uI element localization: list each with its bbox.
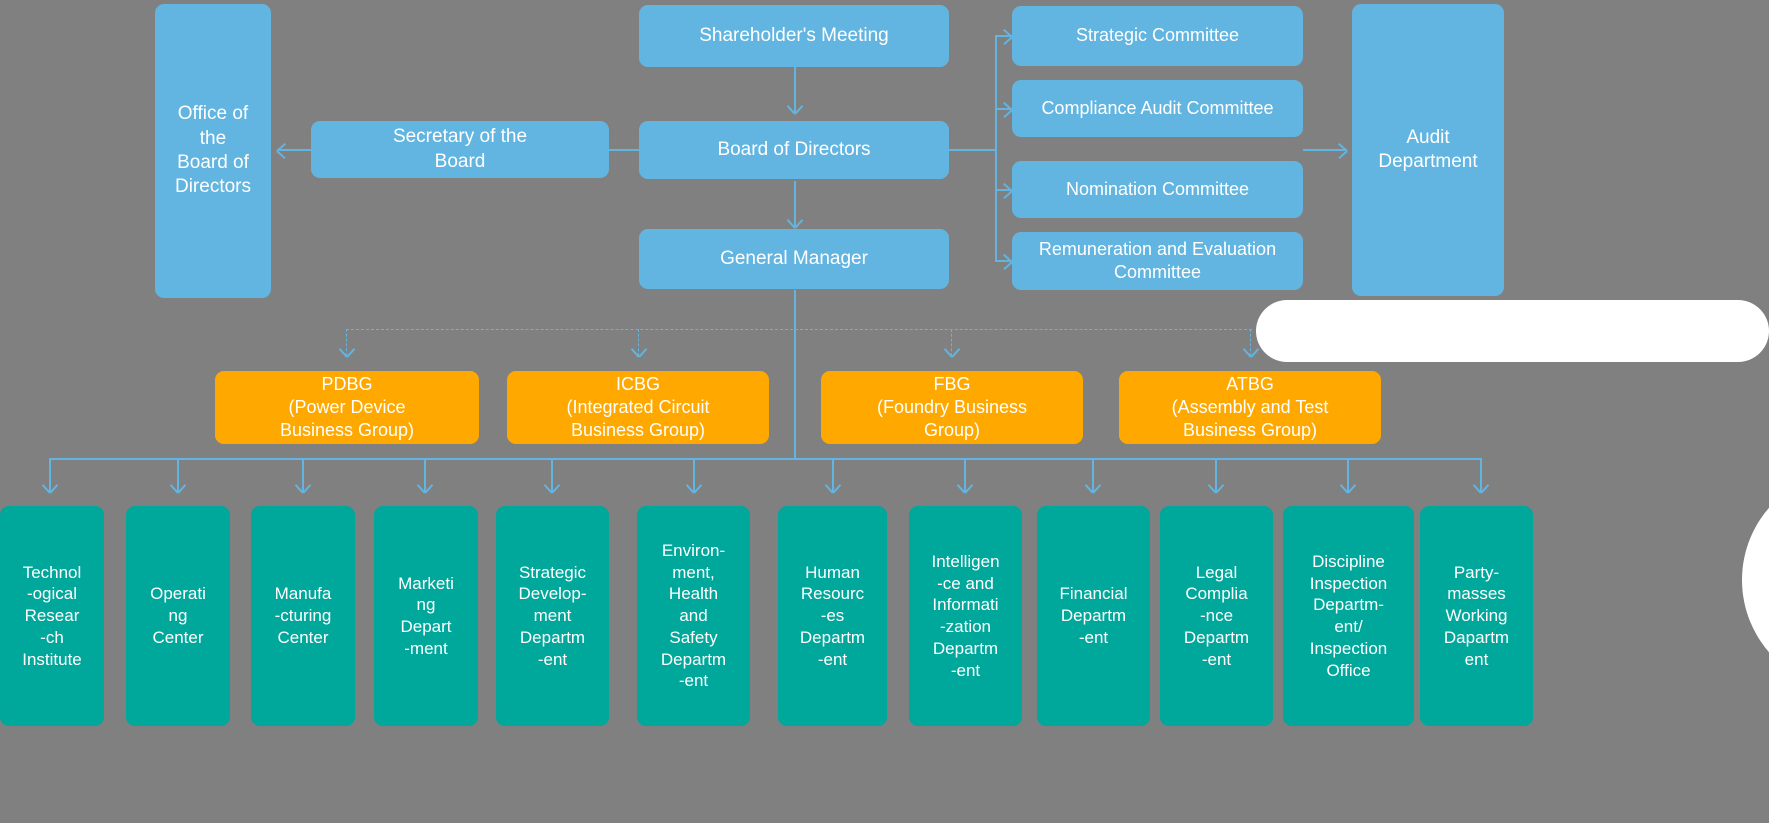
node-department-environment-health-safety[interactable]: Environ- ment, Health and Safety Departm…	[637, 506, 750, 726]
dashed-drop-fbg	[951, 329, 952, 356]
node-department-financial[interactable]: Financial Departm -ent	[1037, 506, 1150, 726]
cursor-overlay-upper	[1256, 300, 1769, 362]
cursor-overlay-lower	[1742, 470, 1769, 690]
connector-dept-7	[832, 458, 834, 492]
node-business-group-icbg[interactable]: ICBG (Integrated Circuit Business Group)	[507, 371, 769, 444]
connector-board-to-gm	[794, 181, 796, 227]
connector-dept-4	[424, 458, 426, 492]
node-business-group-atbg[interactable]: ATBG (Assembly and Test Business Group)	[1119, 371, 1381, 444]
connector-dept-9	[1092, 458, 1094, 492]
connector-dept-8	[964, 458, 966, 492]
connector-board-to-committee-bus	[948, 149, 996, 151]
connector-dept-11	[1347, 458, 1349, 492]
business-group-dashed-bus	[346, 329, 1252, 330]
connector-to-nomination-committee	[995, 189, 1012, 191]
dashed-drop-icbg	[638, 329, 639, 356]
node-committee-remuneration-evaluation[interactable]: Remuneration and Evaluation Committee	[1012, 232, 1303, 290]
dashed-drop-pdbg	[346, 329, 347, 356]
node-department-party-masses-working[interactable]: Party- masses Working Dapartm ent	[1420, 506, 1533, 726]
connector-secretary-to-office	[277, 149, 312, 151]
node-board-of-directors[interactable]: Board of Directors	[639, 121, 949, 179]
node-department-marketing[interactable]: Marketi ng Depart -ment	[374, 506, 478, 726]
connector-dept-6	[693, 458, 695, 492]
node-office-of-the-board[interactable]: Office of the Board of Directors	[155, 4, 271, 298]
connector-dept-5	[551, 458, 553, 492]
node-audit-department[interactable]: Audit Department	[1352, 4, 1504, 296]
connector-dept-1	[49, 458, 51, 492]
connector-dept-10	[1215, 458, 1217, 492]
connector-board-to-secretary	[609, 149, 640, 151]
node-shareholders-meeting[interactable]: Shareholder's Meeting	[639, 5, 949, 67]
connector-dept-3	[302, 458, 304, 492]
node-general-manager[interactable]: General Manager	[639, 229, 949, 289]
connector-to-strategic-committee	[995, 35, 1012, 37]
node-department-intelligence-informatization[interactable]: Intelligen -ce and Informati -zation Dep…	[909, 506, 1022, 726]
connector-to-remuneration-committee	[995, 260, 1012, 262]
dashed-drop-atbg	[1250, 329, 1251, 356]
node-department-legal-compliance[interactable]: Legal Complia -nce Departm -ent	[1160, 506, 1273, 726]
committee-bus-vertical	[995, 35, 997, 260]
node-department-operating-center[interactable]: Operati ng Center	[126, 506, 230, 726]
node-business-group-pdbg[interactable]: PDBG (Power Device Business Group)	[215, 371, 479, 444]
node-department-strategic-development[interactable]: Strategic Develop- ment Departm -ent	[496, 506, 609, 726]
node-business-group-fbg[interactable]: FBG (Foundry Business Group)	[821, 371, 1083, 444]
connector-dept-12	[1480, 458, 1482, 492]
node-committee-compliance-audit[interactable]: Compliance Audit Committee	[1012, 80, 1303, 137]
department-bus	[49, 458, 1481, 460]
connector-dept-2	[177, 458, 179, 492]
node-department-technological-research-institute[interactable]: Technol -ogical Resear -ch Institute	[0, 506, 104, 726]
node-committee-strategic[interactable]: Strategic Committee	[1012, 6, 1303, 66]
connector-gm-trunk	[794, 290, 796, 458]
connector-shareholders-to-board	[794, 67, 796, 113]
node-secretary-of-the-board[interactable]: Secretary of the Board	[311, 121, 609, 178]
node-department-manufacturing-center[interactable]: Manufa -cturing Center	[251, 506, 355, 726]
connector-to-compliance-committee	[995, 108, 1012, 110]
connector-compliance-to-audit-dept	[1303, 149, 1347, 151]
node-department-human-resources[interactable]: Human Resourc -es Departm -ent	[778, 506, 887, 726]
node-committee-nomination[interactable]: Nomination Committee	[1012, 161, 1303, 218]
node-department-discipline-inspection[interactable]: Discipline Inspection Departm- ent/ Insp…	[1283, 506, 1414, 726]
